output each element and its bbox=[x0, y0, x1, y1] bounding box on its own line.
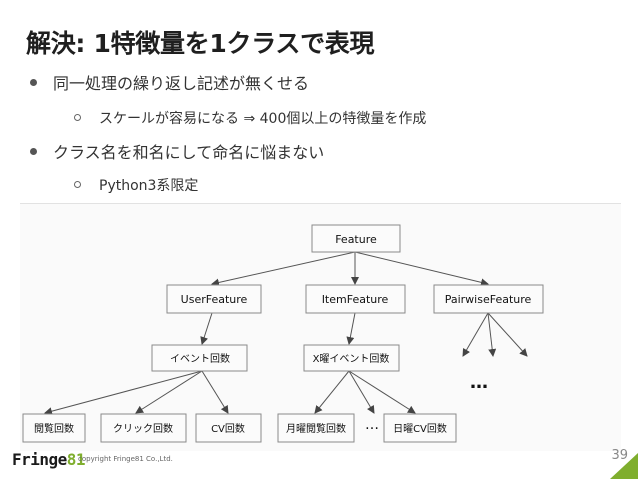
node-pairwise-feature: PairwiseFeature bbox=[433, 284, 544, 314]
sub-bullet-2-text: Python3系限定 bbox=[99, 178, 199, 194]
node-item-feature: ItemFeature bbox=[305, 284, 406, 314]
sub-bullet-ring-icon bbox=[74, 180, 81, 188]
svg-text:イベント回数: イベント回数 bbox=[170, 352, 230, 365]
bullet-1-text: 同一処理の繰り返し記述が無くせる bbox=[53, 74, 310, 93]
sub-bullet-ring-icon bbox=[74, 113, 81, 121]
svg-text:ItemFeature: ItemFeature bbox=[322, 293, 389, 306]
node-event-count: イベント回数 bbox=[151, 344, 248, 372]
svg-text:Feature: Feature bbox=[335, 233, 377, 246]
node-feature: Feature bbox=[311, 224, 401, 253]
svg-text:閲覧回数: 閲覧回数 bbox=[34, 422, 74, 435]
svg-text:月曜閲覧回数: 月曜閲覧回数 bbox=[286, 422, 346, 435]
ellipsis-mark: … bbox=[365, 417, 379, 433]
node-view-count: 閲覧回数 bbox=[22, 413, 86, 443]
svg-text:UserFeature: UserFeature bbox=[181, 293, 248, 306]
bullet-2: クラス名を和名にして命名に悩まない bbox=[30, 139, 324, 163]
diagram-arrows bbox=[44, 251, 528, 416]
pairwise-ellipsis-mark: … bbox=[470, 372, 488, 393]
sub-bullet-2: Python3系限定 bbox=[74, 175, 198, 195]
node-x-day-event-count: X曜イベント回数 bbox=[303, 344, 400, 372]
node-sunday-cv-count: 日曜CV回数 bbox=[383, 413, 457, 443]
svg-text:X曜イベント回数: X曜イベント回数 bbox=[313, 352, 390, 365]
bullet-2-text: クラス名を和名にして命名に悩まない bbox=[53, 143, 325, 162]
bullet-1: 同一処理の繰り返し記述が無くせる bbox=[30, 70, 309, 94]
corner-accent-triangle bbox=[610, 453, 638, 479]
svg-text:クリック回数: クリック回数 bbox=[113, 422, 173, 435]
sub-bullet-1: スケールが容易になる ⇒ 400個以上の特徴量を作成 bbox=[74, 108, 426, 128]
node-monday-view-count: 月曜閲覧回数 bbox=[277, 413, 355, 443]
bullet-dot-icon bbox=[30, 148, 37, 155]
class-hierarchy-diagram: Feature UserFeature ItemFeature Pairwise… bbox=[20, 203, 621, 451]
svg-text:PairwiseFeature: PairwiseFeature bbox=[445, 293, 532, 306]
company-logo: Fringe81 bbox=[12, 450, 86, 469]
copyright-text: copyright Fringe81 Co.,Ltd. bbox=[78, 455, 173, 463]
sub-bullet-1-text: スケールが容易になる ⇒ 400個以上の特徴量を作成 bbox=[99, 111, 427, 127]
node-user-feature: UserFeature bbox=[166, 284, 262, 314]
slide-title: 解決: 1特徴量を1クラスで表現 bbox=[26, 29, 375, 58]
svg-text:CV回数: CV回数 bbox=[211, 422, 245, 435]
node-cv-count: CV回数 bbox=[195, 413, 262, 443]
svg-text:日曜CV回数: 日曜CV回数 bbox=[393, 422, 447, 435]
node-click-count: クリック回数 bbox=[100, 413, 187, 443]
bullet-dot-icon bbox=[30, 79, 37, 86]
